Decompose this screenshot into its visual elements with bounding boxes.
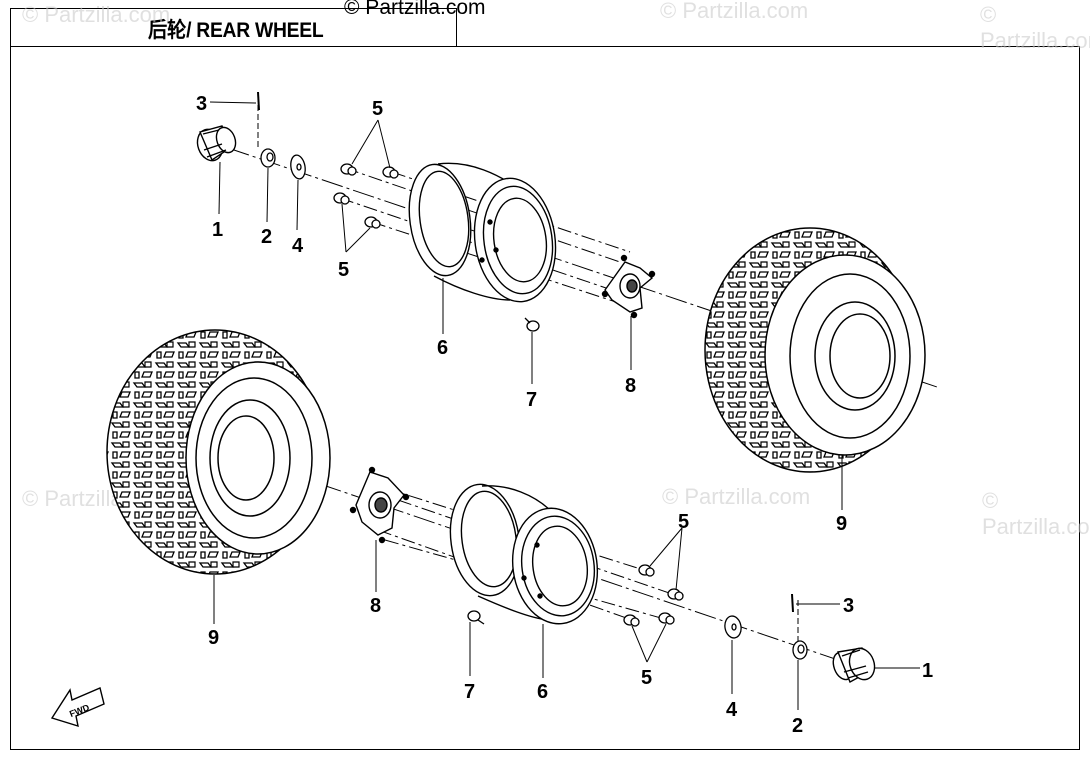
part-2-castle-nut-lower [792, 640, 808, 660]
watermark: © Partzilla.com [22, 2, 171, 27]
part-8-hub-lower [349, 466, 410, 544]
part-2-castle-nut-upper [260, 148, 276, 168]
callout-6-lower: 6 [537, 681, 548, 703]
callout-8-lower: 8 [370, 595, 381, 617]
callout-1-upper: 1 [212, 219, 223, 241]
part-3-cotter-pin-upper [257, 91, 260, 111]
diagram-frame [10, 46, 1080, 750]
callout-4-upper: 4 [292, 235, 304, 257]
part-4-washer-upper [290, 154, 306, 180]
watermark: © Partzilla.com [982, 488, 1090, 539]
callout-7-lower: 7 [464, 681, 475, 703]
callout-6-upper: 6 [437, 337, 448, 359]
copyright-notice: © Partzilla.com [344, 0, 486, 19]
part-5-lug-nuts-upper [333, 163, 399, 229]
title-box [10, 8, 457, 46]
part-7-valve-stem-lower [467, 610, 485, 625]
part-9-tire-lower [106, 329, 331, 575]
callout-9-lower: 9 [208, 627, 219, 649]
callout-5-upper-b: 5 [338, 259, 349, 281]
watermark: © Partzilla.com [662, 484, 811, 509]
part-8-hub-upper [601, 254, 656, 319]
part-5-lug-nuts-lower [623, 564, 684, 627]
part-4-washer-lower [724, 615, 742, 639]
callout-8-upper: 8 [625, 375, 636, 397]
fwd-arrow-icon: FWD [50, 687, 105, 728]
page-title: 后轮/ REAR WHEEL [148, 19, 324, 42]
callout-1-lower: 1 [922, 660, 933, 682]
leader-lines [209, 101, 920, 710]
part-6-rim-lower [449, 483, 599, 625]
part-1-cap-nut-lower [832, 647, 876, 683]
callout-5-lower-b: 5 [641, 667, 652, 689]
callout-2-upper: 2 [261, 226, 272, 248]
watermark: © Partzilla.com [660, 0, 809, 23]
callout-labels: 1 2 3 4 5 5 6 7 8 9 9 8 5 5 3 1 7 6 4 2 [196, 93, 933, 737]
callout-3-lower: 3 [843, 595, 854, 617]
callout-5-upper-a: 5 [372, 98, 383, 120]
callout-2-lower: 2 [792, 715, 803, 737]
callout-3-upper: 3 [196, 93, 207, 115]
watermark: © Partzilla.com [980, 2, 1090, 53]
part-7-valve-stem-upper [524, 317, 540, 332]
callout-7-upper: 7 [526, 389, 537, 411]
part-6-rim-upper [408, 162, 557, 303]
callout-5-lower-a: 5 [678, 511, 689, 533]
part-1-cap-nut-upper [196, 125, 237, 162]
part-9-tire-upper [704, 227, 926, 473]
callout-4-lower: 4 [726, 699, 738, 721]
part-3-cotter-pin-lower [791, 593, 794, 613]
callout-9-upper: 9 [836, 513, 847, 535]
